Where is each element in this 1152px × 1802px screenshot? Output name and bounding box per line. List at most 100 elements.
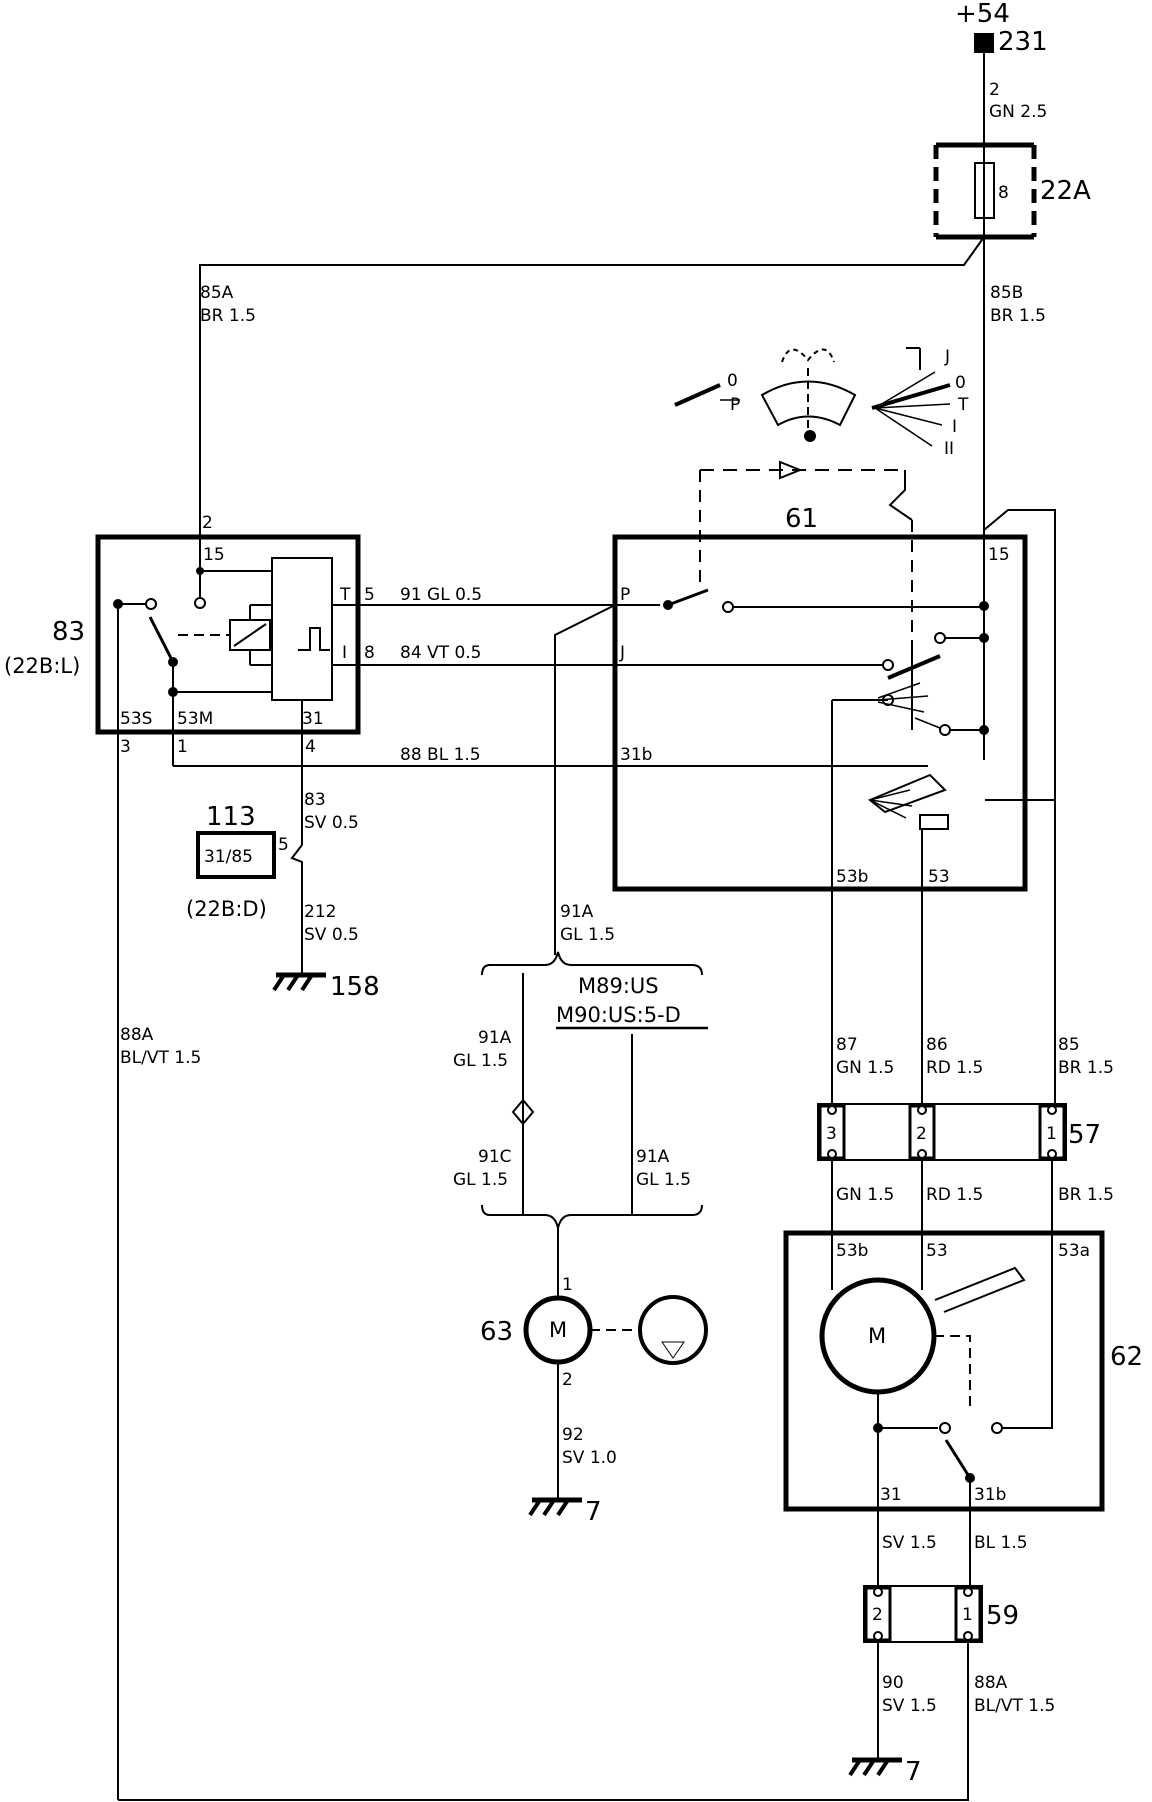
wiper-motor-53b: 53b: [836, 1241, 868, 1261]
relay-label-31: 31: [302, 709, 324, 729]
wire-84-spec: 84 VT 0.5: [400, 643, 482, 663]
wire-92-spec: SV 1.0: [562, 1448, 617, 1468]
switch-p-blade: [667, 588, 709, 607]
switch-pin-15: 15: [988, 545, 1010, 565]
wire-91a-l-spec: GL 1.5: [453, 1051, 508, 1071]
washer-motor-symbol: M: [549, 1318, 567, 1342]
ground-module-box: [196, 831, 276, 879]
ground-7a-label: 7: [585, 1497, 602, 1527]
variant-brace-top: [481, 951, 703, 976]
position-0-a: 0: [727, 371, 738, 391]
wire-85b-number: 85B: [990, 283, 1023, 303]
supply-label: +54: [955, 0, 1010, 29]
relay-pin-2: 2: [202, 513, 213, 533]
relay-pulse-symbol: [298, 627, 330, 651]
switch-contact-ii-stub: [914, 717, 941, 729]
wire-gn-lower-spec: GN 1.5: [836, 1185, 894, 1205]
switch-park-cam: [868, 773, 947, 814]
motor-park-contact-b: [991, 1422, 1003, 1434]
switch-fan-1: [877, 682, 921, 699]
motor-park-contact-a: [939, 1422, 951, 1434]
ground-7b-tick-c: [876, 1758, 890, 1777]
position-0-b: 0: [955, 373, 966, 393]
fuse-number: 8: [998, 183, 1009, 203]
wire-85a-spec: BR 1.5: [200, 306, 256, 326]
switch-pin-53: 53: [928, 867, 950, 887]
switch-park-fan-1: [869, 789, 911, 801]
wire-83-spec: SV 0.5: [304, 813, 359, 833]
fuse-22a: 8 22A: [933, 142, 1091, 240]
wiper-relay-83: 83 (22B:L) 2 15 53S 53M 31 3 1 4: [4, 513, 375, 845]
relay-label-53s: 53S: [120, 709, 152, 729]
wire-86-spec: RD 1.5: [926, 1058, 983, 1078]
wire-88-spec: 88 BL 1.5: [400, 745, 481, 765]
connector-57-pin3-top: [827, 1105, 837, 1115]
wire-br-lower-spec: BR 1.5: [1058, 1185, 1114, 1205]
wire-88a-bottom: [118, 1640, 969, 1801]
wire-83: [290, 844, 303, 975]
wire-91c-number: 91C: [478, 1147, 512, 1167]
wire-85-number: 85: [1058, 1035, 1080, 1055]
ground-module-113: 113 31/85 5 (22B:D): [186, 802, 289, 921]
motor-park-link: [934, 1335, 971, 1410]
ground-7b-tick-b: [862, 1758, 876, 1777]
variant-line-2: M90:US:5-D: [556, 1003, 681, 1027]
relay-pin-3: 3: [120, 737, 131, 757]
stalk-fan-i: [874, 407, 943, 426]
brace-bottom-path: [481, 1204, 703, 1229]
switch-fan-3: [877, 701, 925, 713]
stalk-fan-t: [874, 403, 951, 409]
connector-57-pin2-top: [917, 1105, 927, 1115]
switch-contact-ii: [939, 724, 951, 736]
wire-31b-spec: BL 1.5: [974, 1533, 1028, 1553]
switch-j-contact: [882, 659, 894, 671]
connector-59: 2 1 59: [863, 1585, 1019, 1643]
ground-module-label: 31/85: [204, 847, 253, 867]
ground-158-tick-a: [272, 973, 286, 992]
connector-57-pin2-label: 2: [916, 1124, 927, 1144]
washer-wipe-pivot: [804, 430, 816, 442]
connector-59-pin2-bottom: [873, 1631, 883, 1641]
wire-88a-bottom-spec: BL/VT 1.5: [974, 1696, 1055, 1716]
ground-7b-label: 7: [905, 1757, 922, 1787]
washer-wipe-icon: [760, 380, 857, 427]
fuse-id: 22A: [1040, 176, 1091, 206]
switch-stalk-blade: [887, 654, 941, 680]
switch-park-fan-3: [869, 799, 907, 819]
relay-contact-blade: [148, 616, 175, 663]
supply-terminal-number: 231: [998, 27, 1048, 57]
switch-15-feed: [983, 509, 1056, 801]
washer-motor-id: 63: [480, 1317, 513, 1347]
switch-box: [612, 534, 1028, 892]
connector-57-outline: [817, 1103, 1067, 1161]
washer-link-zigzag: [888, 470, 913, 521]
relay-contact-open: [194, 597, 206, 609]
wire-86-number: 86: [926, 1035, 948, 1055]
ground-module-id: 113: [206, 802, 256, 832]
wire-92-number: 92: [562, 1425, 584, 1445]
stalk-fan-j: [874, 371, 936, 409]
connector-59-pin2-label: 2: [872, 1605, 883, 1625]
wire-91a: [554, 604, 616, 955]
switch-pin-53b: 53b: [836, 867, 868, 887]
motor-53a-wire: [1002, 1233, 1053, 1429]
brace-top-path: [481, 951, 703, 976]
wire-212-number: 212: [304, 902, 336, 922]
wire-91a-r-spec: GL 1.5: [636, 1170, 691, 1190]
wire-85a-number: 85A: [200, 283, 234, 303]
wire-91a-spec: GL 1.5: [560, 925, 615, 945]
wire-91c-spec: GL 1.5: [453, 1170, 508, 1190]
wire-2-spec: GN 2.5: [989, 102, 1047, 122]
ground-7-motor: 7: [848, 1757, 922, 1787]
ground-7a-tick-b: [542, 1498, 556, 1517]
switch-contact-0: [934, 632, 946, 644]
switch-fan-2: [877, 695, 929, 701]
connector-57-pin3-label: 3: [826, 1124, 837, 1144]
wiper-motor-box: [783, 1230, 1105, 1512]
wire-87-number: 87: [836, 1035, 858, 1055]
relay-pin-4: 4: [305, 737, 316, 757]
wiper-motor-53a: 53a: [1058, 1241, 1090, 1261]
ground-module-pin: 5: [278, 835, 289, 855]
relay-id: 83: [52, 617, 85, 647]
